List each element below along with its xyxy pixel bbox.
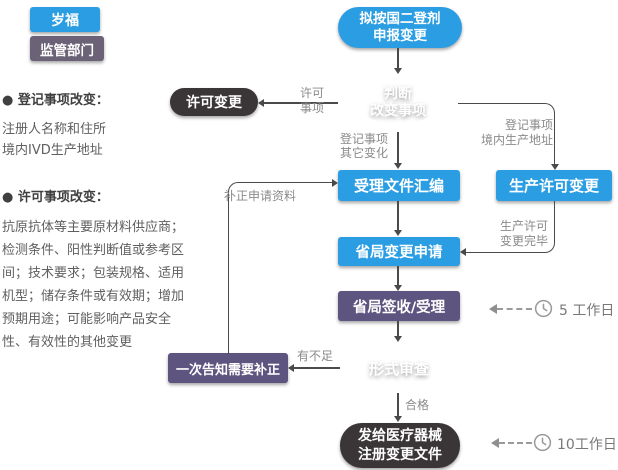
province-apply-label: 省局变更申请: [355, 245, 443, 261]
connector-accept-apply: [397, 201, 399, 230]
note-registration-items: ● 登记事项改变： 注册人名称和住所 境内IVD生产地址: [2, 90, 187, 162]
decision-line1: 判断: [384, 86, 412, 102]
edge-label-line: 其它变化: [340, 146, 389, 160]
connector-review-notify: [294, 367, 340, 369]
note-line: 检测条件、阳性判断值或参考区: [2, 243, 185, 258]
province-receive-label: 省局签收/受理: [352, 299, 446, 316]
node-notify-correction: 一次告知需要补正: [168, 353, 288, 383]
annotation-dash: [499, 442, 532, 444]
clock-icon: [533, 433, 552, 452]
connector-decision-accept: [397, 132, 399, 163]
formal-review-label: 形式审查: [368, 359, 429, 378]
note-line: 性、有效性的其他变更: [2, 335, 133, 350]
note-heading: ● 登记事项改变：: [2, 93, 109, 108]
arrowhead-receive-review: [394, 336, 402, 342]
node-prod-license-change: 生产许可变更: [496, 170, 612, 201]
note-line: 抗原抗体等主要原材料供应商；: [2, 220, 185, 235]
edge-label-line: 许可: [300, 86, 325, 100]
annotation-ten-days: 10工作日: [557, 437, 617, 453]
annotation-dash: [497, 308, 532, 310]
edge-label-prod-license-done: 生产许可 变更完毕: [500, 219, 548, 248]
edge-label-qualified: 合格: [405, 398, 430, 412]
connector-notify-accept: [228, 182, 333, 354]
arrowhead-accept-apply: [394, 230, 402, 236]
issue-cert-line1: 发给医疗器械: [358, 428, 442, 444]
accept-docs-label: 受理文件汇编: [353, 177, 444, 195]
edge-label-registration-address: 登记事项 境内生产地址: [481, 118, 553, 148]
issue-cert-line2: 注册变更文件: [358, 446, 442, 463]
node-province-apply: 省局变更申请: [338, 237, 460, 266]
node-province-receive: 省局签收/受理: [338, 291, 460, 321]
edge-label-line: 生产许可: [500, 219, 549, 233]
edge-label-line: 境内生产地址: [481, 133, 554, 147]
brand-label: 岁福: [51, 12, 79, 29]
note-line: 注册人名称和住所: [2, 121, 107, 137]
node-license-change: 许可变更: [170, 88, 258, 116]
notify-correction-label: 一次告知需要补正: [175, 362, 280, 378]
node-start-line1: 拟按国二登剂: [359, 10, 441, 27]
brand-box: 岁福: [30, 7, 100, 32]
note-line: 境内IVD生产地址: [2, 143, 103, 158]
decision-line2: 改变事项: [370, 103, 426, 119]
edge-label-registration-other: 登记事项 其它变化: [340, 132, 388, 160]
arrowhead-decision-prodlicense: [551, 164, 559, 170]
edge-label-line: 变更完毕: [500, 233, 549, 248]
connector-review-issue: [397, 393, 399, 416]
note-line: 间；技术要求；包装规格、适用: [2, 266, 185, 281]
connector-start-decision: [397, 48, 399, 68]
regulator-label: 监管部门: [40, 42, 94, 59]
connector-receive-review: [397, 321, 399, 336]
arrowhead-start-decision: [394, 68, 402, 74]
clock-icon: [534, 299, 553, 318]
node-accept-docs: 受理文件汇编: [338, 170, 460, 201]
note-license-items: ● 许可事项改变： 抗原抗体等主要原材料供应商； 检测条件、阳性判断值或参考区 …: [2, 186, 192, 354]
note-line: 预期用途；可能影响产品安全: [2, 312, 172, 327]
edge-label-line: 登记事项: [340, 132, 389, 146]
connector-decision-license: [264, 102, 338, 104]
node-issue-cert: 发给医疗器械 注册变更文件: [340, 423, 460, 468]
arrowhead-decision-accept: [394, 163, 402, 169]
edge-label-line: 事项: [300, 101, 325, 115]
arrowhead-review-notify: [288, 364, 294, 372]
license-change-label: 许可变更: [186, 95, 242, 111]
edge-label-line: 登记事项: [504, 118, 553, 132]
connector-prodlicense-apply: [466, 201, 555, 253]
edge-label-license-items: 许可 事项: [300, 86, 324, 116]
note-line: 机型；储存条件或有效期；增加: [2, 289, 185, 304]
annotation-arrow-left-icon: [489, 304, 497, 314]
arrowhead-prodlicense-apply: [460, 248, 466, 256]
connector-decision-prodlicense: [458, 103, 555, 165]
regulator-box: 监管部门: [30, 36, 104, 61]
connector-apply-receive: [397, 266, 399, 285]
annotation-arrow-left-icon: [491, 438, 499, 448]
arrowhead-decision-license: [258, 99, 264, 107]
edge-label-correction-material: 补正申请资料: [224, 189, 297, 203]
node-decision-change: 判断 改变事项: [338, 74, 458, 132]
arrowhead-notify-accept: [332, 179, 338, 187]
arrowhead-apply-receive: [394, 285, 402, 291]
annotation-five-days: 5 工作日: [559, 303, 615, 319]
node-start: 拟按国二登剂 申报变更: [338, 7, 462, 48]
prod-license-change-label: 生产许可变更: [508, 177, 599, 195]
node-start-line2: 申报变更: [373, 27, 427, 44]
note-heading: ● 许可事项改变：: [2, 190, 109, 205]
arrowhead-review-issue: [394, 416, 402, 422]
node-formal-review: 形式审查: [340, 343, 458, 393]
